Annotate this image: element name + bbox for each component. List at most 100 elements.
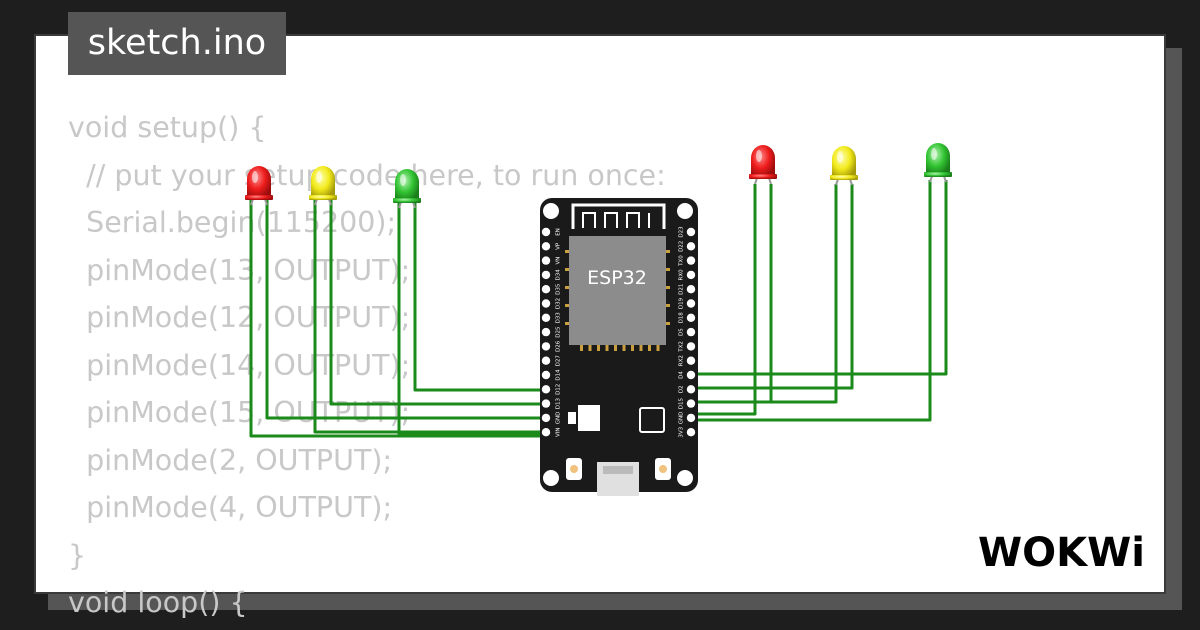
pin-label: VIN <box>556 427 562 437</box>
pin-label: D33 <box>556 312 562 324</box>
led-red-right[interactable] <box>749 145 777 185</box>
pin-d34[interactable] <box>541 270 551 280</box>
led-red-left[interactable] <box>245 166 273 206</box>
pin-d32[interactable] <box>541 299 551 308</box>
pin-label: D32 <box>556 298 562 309</box>
wire <box>691 184 757 416</box>
pin-label: D34 <box>556 269 562 281</box>
pin-label: D14 <box>556 369 562 381</box>
led-yellow-left[interactable] <box>309 166 337 206</box>
code-line: pinMode(12, OUTPUT); <box>68 301 411 334</box>
pin-label: D2 <box>679 385 685 393</box>
wokwi-logo[interactable]: WOKWi <box>978 528 1148 578</box>
pin-label: GND <box>679 412 685 425</box>
pin-label: D27 <box>556 355 562 367</box>
wire <box>329 200 546 406</box>
pin-d35[interactable] <box>541 285 551 294</box>
pin-d23[interactable] <box>686 227 696 237</box>
pin-d19[interactable] <box>686 299 696 308</box>
pin-label: D22 <box>679 241 685 252</box>
pin-en[interactable] <box>541 227 551 237</box>
esp32-board[interactable]: ESP32 ENVPVND34D35D32D33D25D26D27D14D12D… <box>540 198 698 496</box>
pin-label: VN <box>556 257 562 265</box>
pin-d2[interactable] <box>686 385 696 394</box>
pin-label: D23 <box>679 226 685 238</box>
pin-d5[interactable] <box>686 327 696 337</box>
wire <box>397 203 546 436</box>
code-line: void loop() { <box>68 586 248 619</box>
pin-d33[interactable] <box>541 313 551 322</box>
mount-hole <box>543 203 559 219</box>
usb-chip <box>639 407 665 433</box>
mount-hole <box>677 203 693 219</box>
pin-label: D12 <box>556 384 562 395</box>
pin-label: EN <box>556 228 562 236</box>
led-yellow-right[interactable] <box>830 146 858 186</box>
pin-label: D26 <box>556 340 562 352</box>
pin-gnd[interactable] <box>541 413 551 423</box>
led-green-left[interactable] <box>393 169 421 209</box>
pin-label: D5 <box>679 328 685 336</box>
code-editor: void setup() { // put your setup code he… <box>68 104 666 627</box>
led-green-right[interactable] <box>924 143 952 183</box>
pin-vp[interactable] <box>541 242 551 251</box>
wire <box>691 180 948 376</box>
code-line: pinMode(15, OUTPUT); <box>68 396 411 429</box>
pin-vn[interactable] <box>541 256 551 265</box>
wire <box>313 200 546 434</box>
pin-label: VP <box>556 242 562 250</box>
code-line: pinMode(13, OUTPUT); <box>68 253 411 287</box>
pin-d12[interactable] <box>541 385 551 394</box>
pin-d14[interactable] <box>541 370 551 380</box>
code-line: } <box>68 538 87 572</box>
mount-hole <box>543 470 559 486</box>
pin-d27[interactable] <box>541 356 551 365</box>
pin-d13[interactable] <box>541 399 551 408</box>
wire <box>691 184 773 404</box>
pin-label: 3V3 <box>679 426 685 437</box>
pin-label: D15 <box>679 397 685 409</box>
pin-d21[interactable] <box>686 285 696 294</box>
pin-label: D4 <box>679 371 685 379</box>
file-tab[interactable]: sketch.ino <box>68 12 286 75</box>
code-line: pinMode(14, OUTPUT); <box>68 348 411 382</box>
pin-label: TX2 <box>679 341 685 353</box>
pin-d22[interactable] <box>686 242 696 251</box>
voltage-regulator <box>578 405 600 431</box>
pin-label: D35 <box>556 283 562 295</box>
pin-label: D19 <box>679 297 685 309</box>
pin-label: D21 <box>679 284 685 295</box>
wire <box>691 180 932 422</box>
code-line: Serial.begin(115200); <box>68 206 397 239</box>
pin-rx0[interactable] <box>686 270 696 280</box>
pin-label: D25 <box>556 326 562 338</box>
pin-tx0[interactable] <box>686 256 696 265</box>
pin-d4[interactable] <box>686 370 696 380</box>
pin-label: RX2 <box>679 355 685 366</box>
code-line: // put your setup code here, to run once… <box>68 158 666 192</box>
pin-d18[interactable] <box>686 313 696 322</box>
pin-vin[interactable] <box>541 428 551 437</box>
pin-label: D13 <box>556 397 562 409</box>
pin-rx2[interactable] <box>686 356 696 365</box>
pin-3v3[interactable] <box>686 428 696 437</box>
esp32-module <box>569 236 666 345</box>
code-line: pinMode(2, OUTPUT); <box>68 443 393 477</box>
code-line: pinMode(4, OUTPUT); <box>68 491 393 524</box>
pin-d15[interactable] <box>686 399 696 408</box>
wire <box>265 200 546 420</box>
logo-text: WOKWi <box>978 530 1145 576</box>
pin-label: TX0 <box>679 255 685 267</box>
code-line: void setup() { <box>68 111 267 144</box>
wire <box>691 184 854 390</box>
wire <box>249 200 546 438</box>
pin-d25[interactable] <box>541 327 551 337</box>
pin-label: D18 <box>679 312 685 324</box>
pin-tx2[interactable] <box>686 342 696 351</box>
pin-label: RX0 <box>679 269 685 281</box>
circuit-diagram: ESP32 ENVPVND34D35D32D33D25D26D27D14D12D… <box>245 143 952 496</box>
board-label: ESP32 <box>587 267 647 289</box>
wire <box>691 184 838 404</box>
pin-gnd[interactable] <box>686 413 696 423</box>
pin-d26[interactable] <box>541 342 551 351</box>
